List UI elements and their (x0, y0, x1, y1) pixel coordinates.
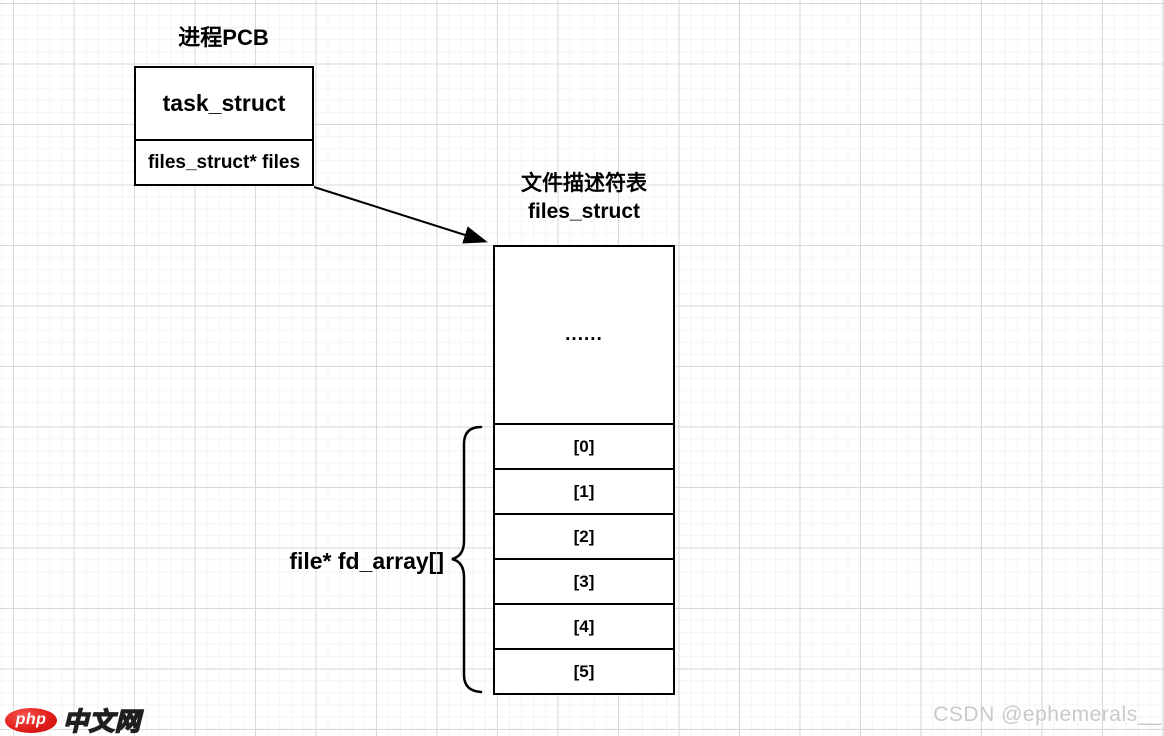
ellipsis-cell: ...... (565, 324, 603, 345)
fd-array-label: file* fd_array[] (289, 548, 444, 574)
csdn-watermark: CSDN @ephemerals__ (933, 703, 1162, 726)
php-logo-icon: php (4, 706, 58, 734)
pcb-title: 进程PCB (178, 25, 269, 50)
fd-array-row-5: [5] (495, 648, 673, 693)
array-brace (451, 425, 483, 694)
files-struct-pointer-field: files_struct* files (147, 151, 301, 173)
task-struct-title: task_struct (136, 68, 312, 141)
pointer-arrow (313, 186, 488, 244)
files-struct-table: ...... [0] [1] [2] [3] [4] [5] (493, 245, 675, 695)
fd-array-row-4: [4] (495, 603, 673, 648)
fd-array-row-0: [0] (495, 423, 673, 468)
task-struct-box: task_struct files_struct* files (134, 66, 314, 186)
fd-array-row-3: [3] (495, 558, 673, 603)
fd-table-title-en: files_struct (527, 200, 641, 223)
fd-table-title-cn: 文件描述符表 (521, 172, 647, 195)
php-cn-logo: php 中文网 (4, 702, 141, 736)
fd-table-title: 文件描述符表 files_struct (468, 170, 700, 226)
fd-array-row-2: [2] (495, 513, 673, 558)
php-logo-text: 中文网 (62, 707, 142, 736)
fd-array-row-1: [1] (495, 468, 673, 513)
